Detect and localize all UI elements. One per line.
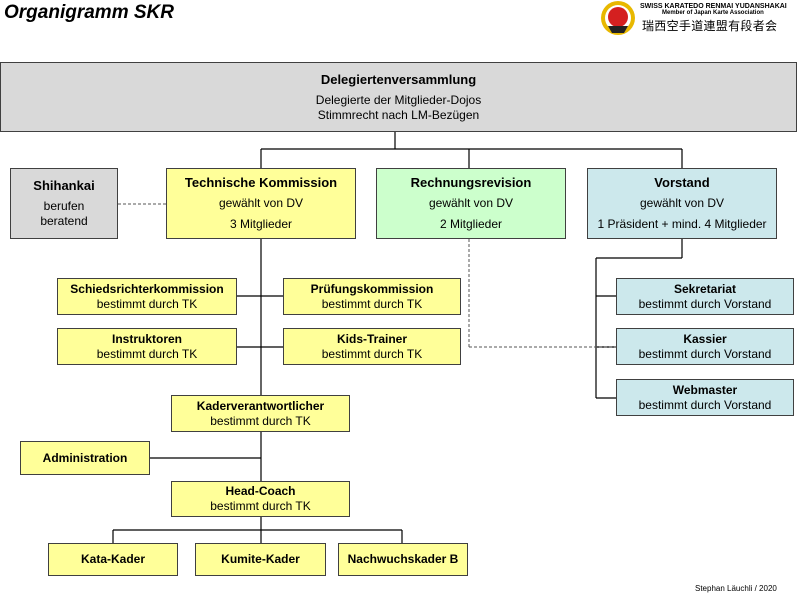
schieds-title: Schiedsrichterkommission xyxy=(70,281,224,296)
logo-text-kanji: 瑞西空手道連盟有段者会 xyxy=(642,19,778,33)
vorstand-title: Vorstand xyxy=(654,175,710,190)
kaderv-line1: bestimmt durch TK xyxy=(210,413,311,428)
dv-line1: Delegierte der Mitglieder-Dojos xyxy=(315,92,482,107)
webmaster-box: Webmaster bestimmt durch Vorstand xyxy=(616,379,794,416)
coach-line1: bestimmt durch TK xyxy=(210,499,311,513)
kids-trainer-box: Kids-Trainer bestimmt durch TK xyxy=(283,328,461,365)
schieds-line1: bestimmt durch TK xyxy=(96,296,198,311)
tk-title: Technische Kommission xyxy=(184,175,338,190)
organization-logo: SWISS KARATEDO RENMAI YUDANSHAKAI Member… xyxy=(600,0,797,36)
admin-title: Administration xyxy=(42,450,128,465)
rechnungsrevision-box: Rechnungsrevision gewählt von DV 2 Mitgl… xyxy=(376,168,566,239)
instruktoren-box: Instruktoren bestimmt durch TK xyxy=(57,328,237,365)
tk-line2: 3 Mitglieder xyxy=(229,217,293,231)
coach-title: Head-Coach xyxy=(225,484,296,498)
kaderv-title: Kaderverantwortlicher xyxy=(196,398,325,413)
rev-line1: gewählt von DV xyxy=(428,196,514,210)
sekretariat-box: Sekretariat bestimmt durch Vorstand xyxy=(616,278,794,315)
kumite-title: Kumite-Kader xyxy=(221,552,300,566)
vorstand-box: Vorstand gewählt von DV 1 Präsident + mi… xyxy=(587,168,777,239)
kata-title: Kata-Kader xyxy=(80,552,146,566)
webm-line1: bestimmt durch Vorstand xyxy=(638,397,772,412)
logo-emblem-icon xyxy=(601,1,635,35)
shihankai-title: Shihankai xyxy=(33,178,95,193)
logo-text-member: Member of Japan Karte Association xyxy=(662,10,764,16)
nachw-title: Nachwuchskader B xyxy=(347,552,459,566)
rev-line2: 2 Mitglieder xyxy=(439,217,503,231)
kassier-box: Kassier bestimmt durch Vorstand xyxy=(616,328,794,365)
page-title: Organigramm SKR xyxy=(4,2,174,23)
dv-title: Delegiertenversammlung xyxy=(320,71,477,87)
technische-kommission-box: Technische Kommission gewählt von DV 3 M… xyxy=(166,168,356,239)
administration-box: Administration xyxy=(20,441,150,475)
instr-line1: bestimmt durch TK xyxy=(96,346,198,361)
delegiertenversammlung-box: Delegiertenversammlung Delegierte der Mi… xyxy=(0,62,797,132)
shihankai-line2: beratend xyxy=(40,214,88,228)
logo-text-name: SWISS KARATEDO RENMAI YUDANSHAKAI xyxy=(640,3,787,10)
rev-title: Rechnungsrevision xyxy=(410,175,532,190)
pruef-title: Prüfungskommission xyxy=(310,281,434,296)
kata-kader-box: Kata-Kader xyxy=(48,543,178,576)
vorstand-line1: gewählt von DV xyxy=(639,196,725,210)
dv-line2: Stimmrecht nach LM-Bezügen xyxy=(317,107,480,122)
pruefungskommission-box: Prüfungskommission bestimmt durch TK xyxy=(283,278,461,315)
schiedsrichterkommission-box: Schiedsrichterkommission bestimmt durch … xyxy=(57,278,237,315)
kassier-title: Kassier xyxy=(683,331,727,346)
kaderverantwortlicher-box: Kaderverantwortlicher bestimmt durch TK xyxy=(171,395,350,432)
vorstand-line2: 1 Präsident + mind. 4 Mitglieder xyxy=(597,217,767,231)
sekr-line1: bestimmt durch Vorstand xyxy=(638,296,772,311)
webm-title: Webmaster xyxy=(672,382,738,397)
nachwuchskader-box: Nachwuchskader B xyxy=(338,543,468,576)
kassier-line1: bestimmt durch Vorstand xyxy=(638,346,772,361)
pruef-line1: bestimmt durch TK xyxy=(321,296,423,311)
author-footer: Stephan Läuchli / 2020 xyxy=(695,584,777,593)
shihankai-box: Shihankai berufen beratend xyxy=(10,168,118,239)
sekr-title: Sekretariat xyxy=(673,281,737,296)
kids-line1: bestimmt durch TK xyxy=(321,346,423,361)
instr-title: Instruktoren xyxy=(111,331,182,346)
kumite-kader-box: Kumite-Kader xyxy=(195,543,326,576)
head-coach-box: Head-Coach bestimmt durch TK xyxy=(171,481,350,517)
tk-line1: gewählt von DV xyxy=(218,196,304,210)
kids-title: Kids-Trainer xyxy=(336,331,408,346)
shihankai-line1: berufen xyxy=(43,199,85,213)
